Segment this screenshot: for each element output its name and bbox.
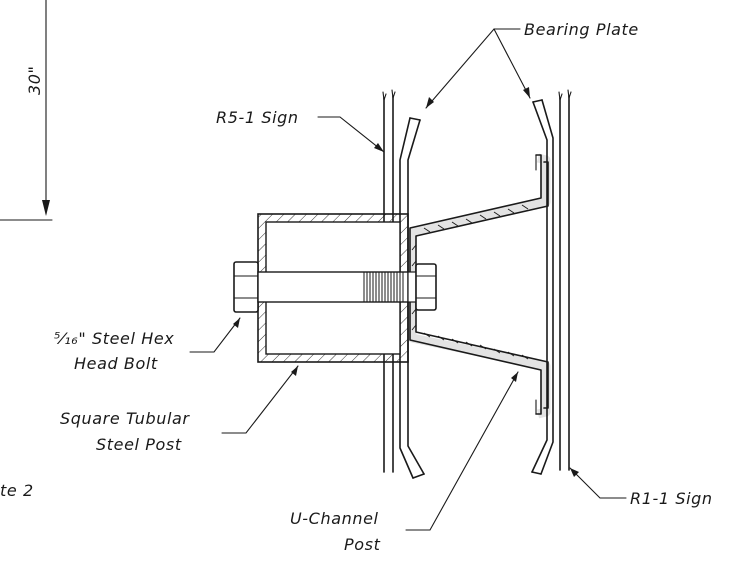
r5-1-sign-label: R5-1 Sign xyxy=(216,108,299,127)
square-post-label-line1: Square Tubular xyxy=(60,409,190,428)
leader-r1-1-sign xyxy=(569,467,627,499)
hex-head-bolt xyxy=(233,261,437,313)
note-fragment-label: te 2 xyxy=(0,481,34,500)
bolt-label-line2: Head Bolt xyxy=(74,354,158,373)
r1-1-sign-panel xyxy=(558,89,572,471)
leader-u-channel xyxy=(405,371,519,531)
leader-bearing-plate xyxy=(425,28,531,109)
bolt-label-line1: ⁵⁄₁₆" Steel Hex xyxy=(54,329,174,348)
bearing-plate-label: Bearing Plate xyxy=(524,20,639,39)
u-channel-label-line2: Post xyxy=(344,535,381,554)
u-channel-label-line1: U-Channel xyxy=(290,509,379,528)
square-post-label-line2: Steel Post xyxy=(96,435,182,454)
r1-1-sign-label: R1-1 Sign xyxy=(630,489,713,508)
leader-bolt xyxy=(189,317,241,353)
leader-r5-1-sign xyxy=(317,116,385,153)
dimension-line xyxy=(0,0,53,221)
leader-square-post xyxy=(221,365,299,434)
dimension-label: 30" xyxy=(25,65,44,95)
right-bearing-plate xyxy=(531,99,554,475)
